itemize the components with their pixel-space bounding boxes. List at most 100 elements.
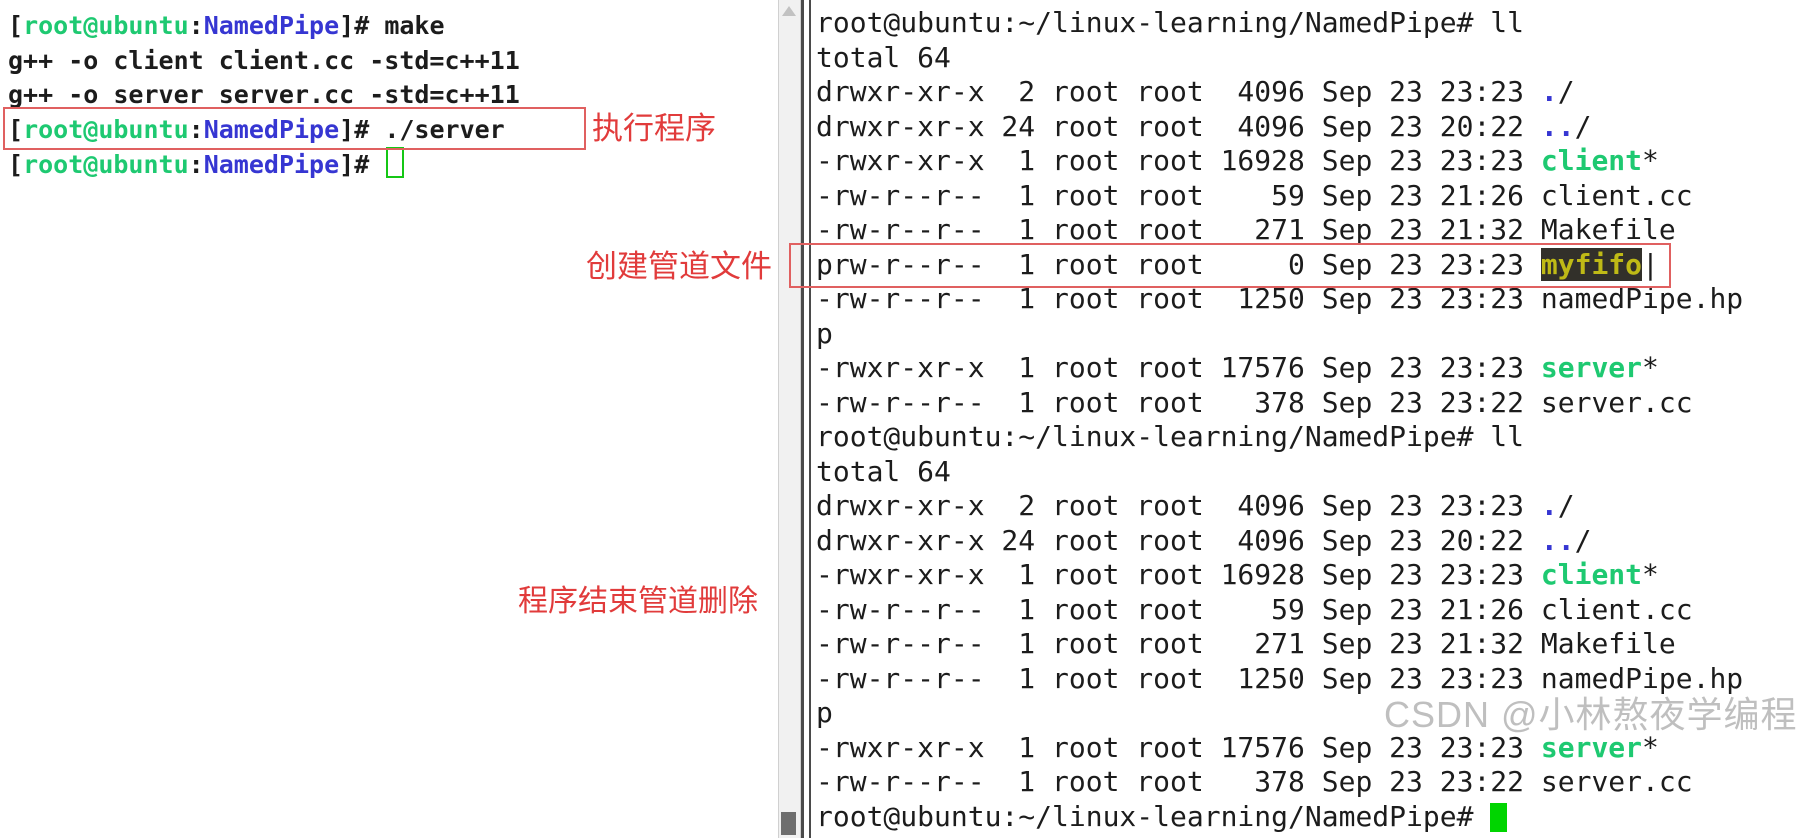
terminal-text-segment: root@ubuntu	[23, 11, 189, 40]
highlight-box-server-command	[3, 107, 586, 150]
terminal-line: root@ubuntu:~/linux-learning/NamedPipe# …	[816, 6, 1797, 41]
terminal-text-segment: myfifo	[1540, 247, 1643, 281]
terminal-text-segment: root@ubuntu:~/linux-learning/NamedPipe#	[816, 799, 1491, 833]
terminal-text-segment: -rwxr-xr-x 1 root root 17576 Sep 23 23:2…	[816, 351, 1541, 384]
terminal-line: root@ubuntu:~/linux-learning/NamedPipe# …	[816, 420, 1797, 455]
highlight-box-myfifo-row	[789, 243, 1671, 288]
terminal-text-segment: -rw-r--r-- 1 root root 271 Sep 23 21:32 …	[816, 213, 1676, 246]
terminal-text-segment: server	[1540, 351, 1643, 384]
terminal-text-segment: -rwxr-xr-x 1 root root 16928 Sep 23 23:2…	[816, 558, 1541, 591]
terminal-text-segment: |	[1642, 247, 1659, 281]
terminal-text-segment: /	[1557, 75, 1575, 108]
terminal-line: drwxr-xr-x 2 root root 4096 Sep 23 23:23…	[816, 489, 1797, 524]
terminal-text-segment: *	[1642, 351, 1659, 384]
terminal-line: -rwxr-xr-x 1 root root 16928 Sep 23 23:2…	[816, 558, 1797, 593]
terminal-text-segment: root@ubuntu	[23, 150, 189, 179]
terminal-line: -rw-r--r-- 1 root root 271 Sep 23 21:32 …	[816, 627, 1797, 662]
terminal-cursor	[386, 147, 405, 178]
watermark: CSDN @小林熬夜学编程	[1384, 694, 1797, 735]
terminal-line: root@ubuntu:~/linux-learning/NamedPipe#	[816, 800, 1797, 835]
terminal-text-segment: NamedPipe	[203, 11, 340, 40]
terminal-text-segment: /	[1574, 523, 1592, 557]
terminal-line: -rwxr-xr-x 1 root root 17576 Sep 23 23:2…	[816, 351, 1797, 386]
terminal-text-segment: drwxr-xr-x 2 root root 4096 Sep 23 23:23	[816, 489, 1541, 522]
terminal-text-segment: total 64	[816, 454, 951, 488]
scrollbar-track[interactable]	[778, 0, 801, 838]
annotation-create-pipe-file: 创建管道文件	[586, 249, 772, 284]
terminal-text-segment: ..	[1540, 109, 1575, 143]
terminal-text-segment: -rw-r--r-- 1 root root 59 Sep 23 21:26 c…	[816, 178, 1693, 212]
terminal-line: prw-r--r-- 1 root root 0 Sep 23 23:23 my…	[816, 247, 1797, 283]
annotation-run-program: 执行程序	[592, 111, 716, 146]
terminal-line: -rw-r--r-- 1 root root 59 Sep 23 21:26 c…	[816, 593, 1797, 628]
terminal-text-segment: :	[188, 150, 204, 179]
terminal-text-segment: client	[1540, 144, 1643, 177]
terminal-text-segment: *	[1642, 730, 1659, 764]
terminal-text-segment: :	[188, 11, 204, 40]
terminal-text-segment: g++ -o client client.cc -std=c++11	[8, 45, 520, 75]
terminal-text-segment: -rw-r--r-- 1 root root 1250 Sep 23 23:23…	[816, 661, 1744, 695]
terminal-line: p	[816, 696, 1797, 731]
terminal-text-segment: -rwxr-xr-x 1 root root 17576 Sep 23 23:2…	[816, 730, 1541, 764]
terminal-cursor	[1490, 802, 1508, 832]
terminal-text-segment: prw-r--r-- 1 root root 0 Sep 23 23:23	[816, 247, 1541, 281]
terminal-text-segment: ]#	[339, 150, 385, 179]
terminal-right-pane[interactable]: root@ubuntu:~/linux-learning/NamedPipe# …	[816, 6, 1797, 834]
terminal-text-segment: ..	[1540, 523, 1575, 557]
terminal-text-segment: -rw-r--r-- 1 root root 378 Sep 23 23:22 …	[816, 385, 1693, 419]
scrollbar-up-arrow-icon[interactable]	[782, 6, 796, 16]
terminal-text-segment: /	[1557, 489, 1575, 522]
terminal-text-segment: client	[1540, 558, 1643, 591]
terminal-text-segment: root@ubuntu:~/linux-learning/NamedPipe# …	[816, 6, 1525, 39]
terminal-line: g++ -o server server.cc -std=c++11	[8, 78, 778, 113]
terminal-line: total 64	[816, 455, 1797, 490]
terminal-line: drwxr-xr-x 24 root root 4096 Sep 23 20:2…	[816, 110, 1797, 145]
pane-divider	[801, 0, 811, 838]
terminal-line: -rwxr-xr-x 1 root root 17576 Sep 23 23:2…	[816, 731, 1797, 766]
terminal-text-segment: -rw-r--r-- 1 root root 59 Sep 23 21:26 c…	[816, 592, 1693, 626]
terminal-text-segment: [	[8, 150, 24, 179]
terminal-text-segment: p	[816, 316, 833, 350]
terminal-text-segment: server	[1540, 730, 1643, 764]
terminal-text-segment: :	[188, 114, 204, 144]
terminal-text-segment: -rw-r--r-- 1 root root 271 Sep 23 21:32 …	[816, 627, 1676, 660]
terminal-text-segment: total 64	[816, 40, 951, 74]
terminal-line: total 64	[816, 41, 1797, 76]
terminal-line: -rw-r--r-- 1 root root 378 Sep 23 23:22 …	[816, 765, 1797, 800]
annotation-pipe-deleted-on-exit: 程序结束管道删除	[518, 585, 758, 618]
terminal-text-segment: -rw-r--r-- 1 root root 378 Sep 23 23:22 …	[816, 765, 1693, 798]
terminal-line: -rw-r--r-- 1 root root 1250 Sep 23 23:23…	[816, 662, 1797, 697]
terminal-text-segment: drwxr-xr-x 2 root root 4096 Sep 23 23:23	[816, 75, 1541, 108]
terminal-text-segment: g++ -o server server.cc -std=c++11	[8, 80, 520, 109]
terminal-line: p	[816, 317, 1797, 352]
terminal-text-segment: /	[1574, 109, 1592, 143]
scrollbar-thumb[interactable]	[781, 812, 796, 835]
terminal-text-segment: root@ubuntu	[23, 114, 189, 144]
terminal-text-segment: drwxr-xr-x 24 root root 4096 Sep 23 20:2…	[816, 109, 1541, 143]
terminal-line: -rw-r--r-- 1 root root 378 Sep 23 23:22 …	[816, 386, 1797, 421]
terminal-text-segment: ]# make	[339, 11, 445, 40]
terminal-text-segment: p	[816, 696, 833, 729]
terminal-text-segment: NamedPipe	[203, 114, 340, 144]
terminal-line: -rw-r--r-- 1 root root 59 Sep 23 21:26 c…	[816, 179, 1797, 214]
terminal-line: drwxr-xr-x 2 root root 4096 Sep 23 23:23…	[816, 75, 1797, 110]
terminal-line: [root@ubuntu:NamedPipe]# make	[8, 9, 778, 44]
terminal-line: g++ -o client client.cc -std=c++11	[8, 44, 778, 79]
terminal-line: drwxr-xr-x 24 root root 4096 Sep 23 20:2…	[816, 524, 1797, 559]
terminal-text-segment: drwxr-xr-x 24 root root 4096 Sep 23 20:2…	[816, 523, 1541, 557]
terminal-text-segment: root@ubuntu:~/linux-learning/NamedPipe# …	[816, 420, 1525, 453]
terminal-text-segment: NamedPipe	[203, 150, 340, 179]
terminal-text-segment: -rwxr-xr-x 1 root root 16928 Sep 23 23:2…	[816, 144, 1541, 177]
terminal-line: [root@ubuntu:NamedPipe]#	[8, 147, 778, 183]
terminal-text-segment: [	[8, 114, 24, 144]
terminal-text-segment: .	[1540, 489, 1558, 522]
terminal-line: -rwxr-xr-x 1 root root 16928 Sep 23 23:2…	[816, 144, 1797, 179]
terminal-text-segment: [	[8, 11, 24, 40]
terminal-text-segment: .	[1540, 75, 1558, 108]
terminal-text-segment: *	[1642, 144, 1659, 177]
terminal-line: [root@ubuntu:NamedPipe]# ./server	[8, 113, 778, 148]
terminal-line: -rw-r--r-- 1 root root 271 Sep 23 21:32 …	[816, 213, 1797, 248]
terminal-text-segment: ]# ./server	[339, 114, 505, 144]
terminal-text-segment: *	[1642, 558, 1659, 591]
